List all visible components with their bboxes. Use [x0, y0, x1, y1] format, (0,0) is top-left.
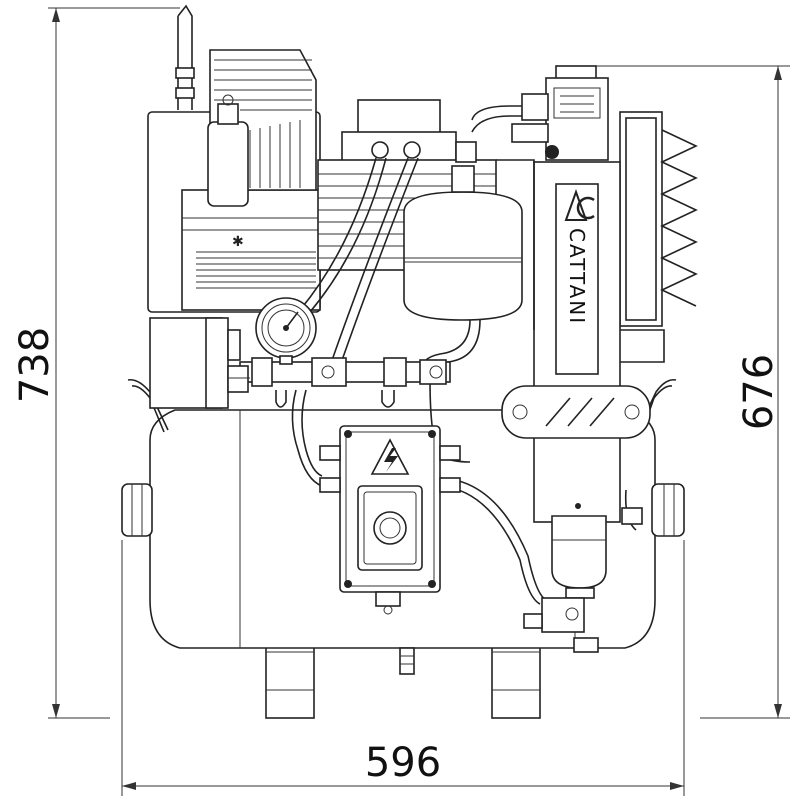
dryer-column	[619, 111, 698, 327]
height-total-label: 738	[12, 327, 58, 403]
svg-text:✱: ✱	[232, 234, 244, 250]
brand-panel: CATTANI	[501, 161, 651, 523]
manifold	[239, 357, 451, 408]
intake-pipe	[175, 4, 195, 110]
electrical-box	[319, 425, 461, 615]
air-filter	[207, 94, 249, 207]
right-fan-housing	[496, 159, 665, 363]
pressure-gauge	[255, 297, 317, 365]
cattani-logo-icon	[564, 189, 595, 221]
pressure-switch	[149, 317, 250, 409]
brand-name: CATTANI	[565, 228, 589, 325]
dimension-height-total: 738	[12, 7, 180, 719]
dimension-height-frame: 676	[596, 65, 790, 719]
height-frame-label: 676	[736, 354, 782, 430]
motor-cooling-fins	[196, 251, 316, 289]
pressure-vessel	[403, 165, 523, 321]
solenoid-valve	[523, 489, 643, 653]
dimension-width: 596	[121, 540, 685, 796]
width-label: 596	[365, 740, 441, 786]
valve-block-top	[511, 65, 609, 161]
high-voltage-icon	[370, 438, 410, 475]
filter-bowl	[551, 515, 607, 599]
